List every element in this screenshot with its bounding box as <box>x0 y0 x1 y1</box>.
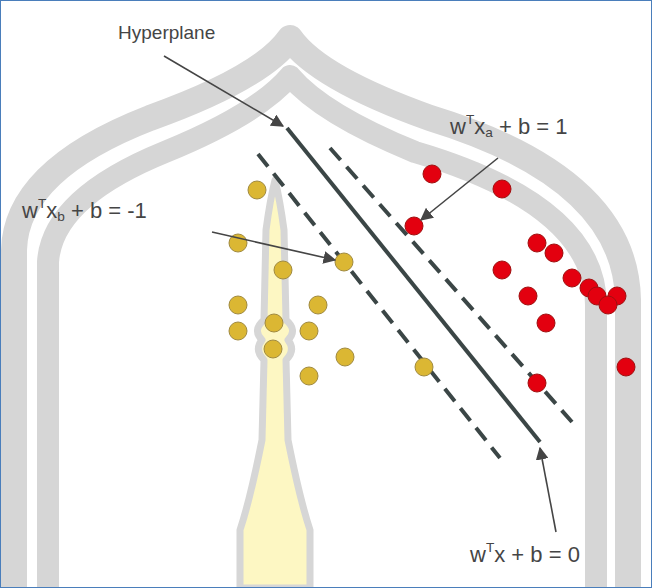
equation-label: wTx + b = 0 <box>470 540 580 568</box>
class-b-points <box>229 181 433 385</box>
leader-arrows <box>164 56 556 532</box>
hyperplane-label: Hyperplane <box>118 22 215 45</box>
equation-label: wTxa + b = 1 <box>450 112 568 141</box>
hyperplane-line <box>287 128 540 442</box>
margin-line <box>258 154 500 458</box>
arch-watermark <box>14 38 628 588</box>
class-a-points <box>405 165 635 392</box>
equation-label: wTxb + b = -1 <box>22 196 147 225</box>
margin-line <box>330 148 572 422</box>
